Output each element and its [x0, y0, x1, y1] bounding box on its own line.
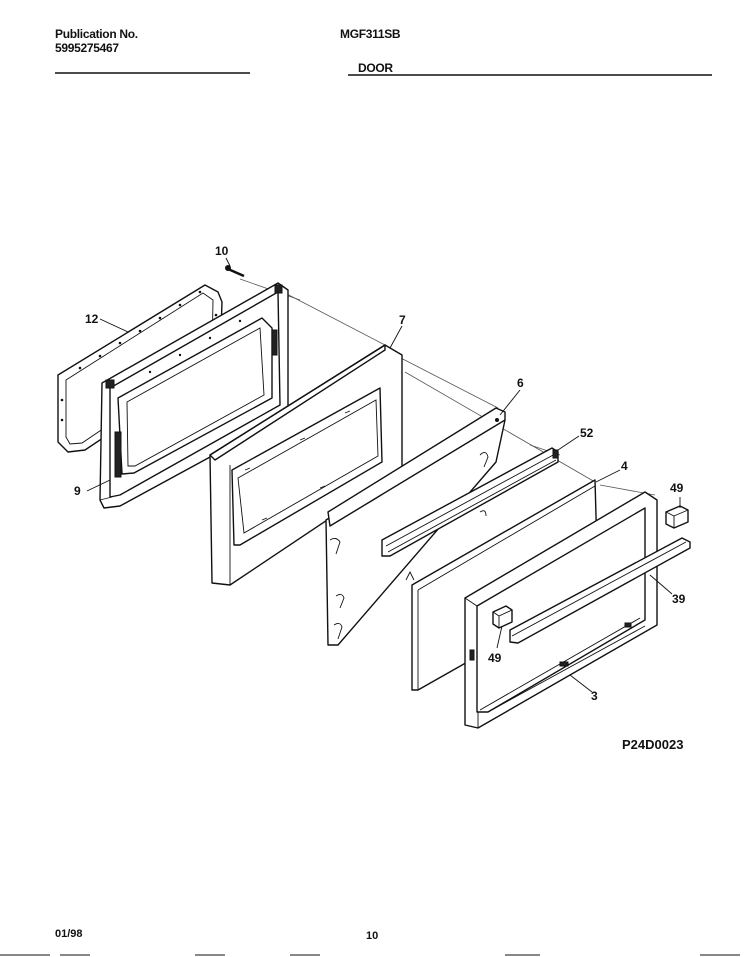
- callout-39: 39: [672, 592, 686, 606]
- callout-49-left: 49: [488, 651, 502, 665]
- leader-lines: [86, 257, 681, 693]
- door-frame: [209, 344, 403, 586]
- screw: [225, 265, 245, 278]
- callout-6: 6: [517, 376, 524, 390]
- callout-7: 7: [399, 313, 406, 327]
- door-channel: [381, 447, 559, 557]
- section-title: DOOR: [358, 61, 393, 75]
- door-handle: [509, 537, 691, 644]
- callout-4: 4: [621, 459, 628, 473]
- publication-number: 5995275467: [55, 41, 119, 55]
- footer-date: 01/98: [55, 928, 83, 940]
- callout-52: 52: [580, 426, 594, 440]
- callout-49-right: 49: [670, 481, 684, 495]
- callout-12: 12: [85, 312, 99, 326]
- handle-bracket-right: [665, 505, 689, 529]
- model-number: MGF311SB: [340, 27, 401, 41]
- publication-label: Publication No.: [55, 27, 138, 41]
- callout-9: 9: [74, 484, 81, 498]
- diagram-code: P24D0023: [622, 737, 683, 752]
- handle-bracket-left: [492, 605, 513, 629]
- callout-10: 10: [215, 244, 229, 258]
- callout-3: 3: [591, 689, 598, 703]
- page-number: 10: [366, 930, 379, 942]
